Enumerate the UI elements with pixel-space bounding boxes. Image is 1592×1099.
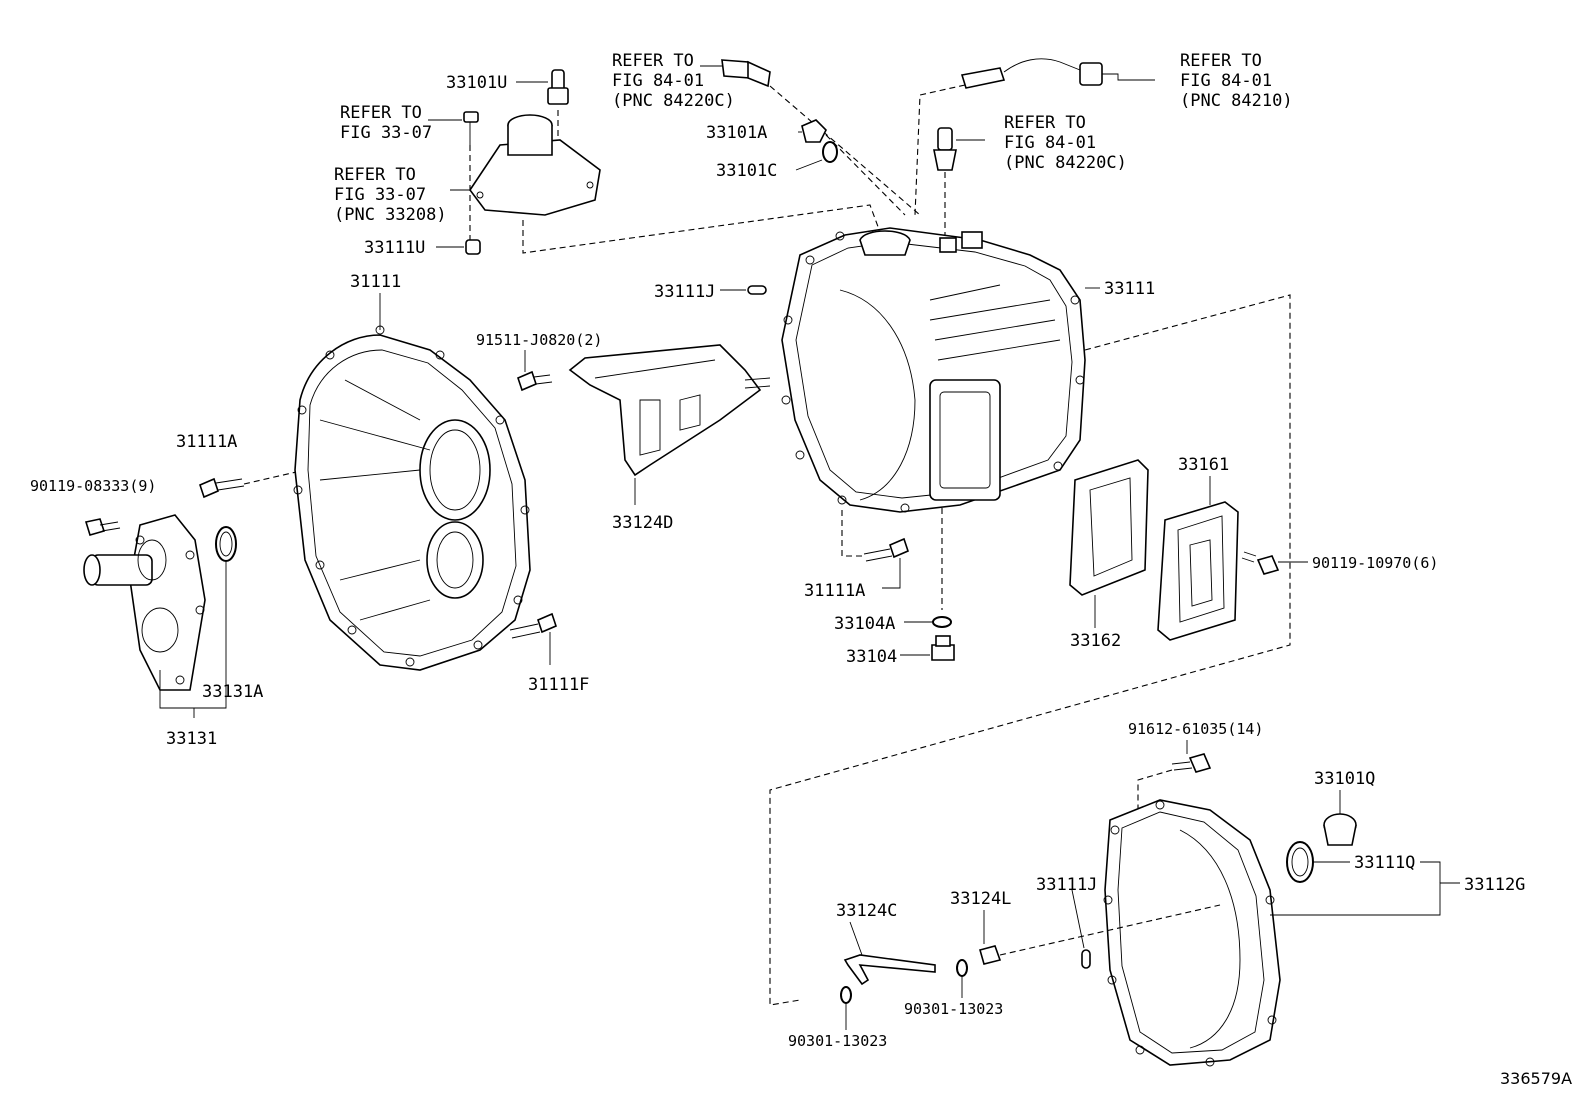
label-31111: 31111 xyxy=(350,272,401,292)
speed-sensor-top xyxy=(700,59,771,88)
gasket-33104a xyxy=(932,616,952,628)
label-91511-j0820: 91511-J0820(2) xyxy=(476,331,602,349)
label-31111a-left: 31111A xyxy=(176,432,237,452)
label-33111: 33111 xyxy=(1104,279,1155,299)
refer-84220c-mid: REFER TO FIG 84-01 (PNC 84220C) xyxy=(1004,113,1127,173)
label-33111j-bottom: 33111J xyxy=(1036,875,1097,895)
svg-text:REFER TO: REFER TO xyxy=(334,165,416,185)
pin-33111j-top xyxy=(747,285,767,295)
svg-text:FIG 33-07: FIG 33-07 xyxy=(334,185,426,205)
shift-lever-retainer xyxy=(469,114,601,216)
lever-33124c xyxy=(843,954,936,986)
label-33112g: 33112G xyxy=(1464,875,1525,895)
sensor-84220c-mid xyxy=(933,127,957,171)
bracket-33124d xyxy=(568,344,771,477)
pin-33111j-bottom xyxy=(1081,949,1091,969)
svg-text:REFER TO: REFER TO xyxy=(1004,113,1086,133)
washer-90301-b xyxy=(956,959,968,977)
drain-plug-33104 xyxy=(931,635,955,661)
svg-text:FIG 84-01: FIG 84-01 xyxy=(612,71,704,91)
transmission-case-33111 xyxy=(781,227,1086,513)
svg-text:REFER TO: REFER TO xyxy=(1180,51,1262,71)
plug-33101q xyxy=(1323,813,1357,846)
clip-33124l xyxy=(979,945,1002,965)
svg-text:FIG 84-01: FIG 84-01 xyxy=(1180,71,1272,91)
bolt-31111a-mid xyxy=(863,537,909,562)
refer-33-07-a: REFER TO FIG 33-07 xyxy=(340,103,432,143)
label-90301-13023-b: 90301-13023 xyxy=(904,1000,1003,1018)
label-33124l: 33124L xyxy=(950,889,1011,909)
label-33111q: 33111Q xyxy=(1354,853,1415,873)
svg-text:REFER TO: REFER TO xyxy=(612,51,694,71)
extension-housing-33112g xyxy=(1103,799,1281,1067)
sensor-84210 xyxy=(960,58,1155,89)
oil-seal-33111q xyxy=(1286,841,1314,883)
svg-text:(PNC 84220C): (PNC 84220C) xyxy=(1004,153,1127,173)
refer-33-07-b: REFER TO FIG 33-07 (PNC 33208) xyxy=(334,165,447,225)
plug-33111u xyxy=(465,239,481,255)
svg-text:FIG 84-01: FIG 84-01 xyxy=(1004,133,1096,153)
washer-90301-a xyxy=(840,986,852,1004)
gasket-33162 xyxy=(1069,459,1149,596)
svg-text:REFER TO: REFER TO xyxy=(340,103,422,123)
bolt-31111f xyxy=(509,612,557,639)
label-33131a: 33131A xyxy=(202,682,263,702)
oil-seal-33131a xyxy=(215,526,237,562)
label-90301-13023-a: 90301-13023 xyxy=(788,1032,887,1050)
bolt-90119-10970 xyxy=(1241,551,1280,575)
extension-cover-33131 xyxy=(83,514,206,691)
label-33101c: 33101C xyxy=(716,161,777,181)
label-33131: 33131 xyxy=(166,729,217,749)
plug-33101a xyxy=(801,119,827,143)
label-33111j-top: 33111J xyxy=(654,282,715,302)
label-33162: 33162 xyxy=(1070,631,1121,651)
bolt-90119-08333 xyxy=(84,518,121,536)
label-90119-10970: 90119-10970(6) xyxy=(1312,554,1438,572)
label-33124c: 33124C xyxy=(836,901,897,921)
label-33101u: 33101U xyxy=(446,73,507,93)
svg-text:(PNC 33208): (PNC 33208) xyxy=(334,205,447,225)
svg-text:FIG 33-07: FIG 33-07 xyxy=(340,123,432,143)
label-33111u: 33111U xyxy=(364,238,425,258)
label-33101q: 33101Q xyxy=(1314,769,1375,789)
refer-84210: REFER TO FIG 84-01 (PNC 84210) xyxy=(1180,51,1293,111)
label-90119-08333: 90119-08333(9) xyxy=(30,477,156,495)
cover-33161 xyxy=(1157,501,1239,641)
label-31111a-mid: 31111A xyxy=(804,581,865,601)
label-91612-61035: 91612-61035(14) xyxy=(1128,720,1263,738)
label-33161: 33161 xyxy=(1178,455,1229,475)
refer-84220c-top: REFER TO FIG 84-01 (PNC 84220C) xyxy=(612,51,735,111)
clutch-housing-31111 xyxy=(293,325,531,671)
svg-text:(PNC 84210): (PNC 84210) xyxy=(1180,91,1293,111)
gasket-33101c xyxy=(822,141,838,163)
svg-text:(PNC 84220C): (PNC 84220C) xyxy=(612,91,735,111)
bolt-shift-housing xyxy=(463,111,479,145)
breather-33101u xyxy=(547,69,569,105)
label-33104: 33104 xyxy=(846,647,897,667)
label-31111f: 31111F xyxy=(528,675,589,695)
bolt-91612-61035 xyxy=(1171,753,1212,773)
label-33104a: 33104A xyxy=(834,614,895,634)
label-33124d: 33124D xyxy=(612,513,673,533)
label-33101a: 33101A xyxy=(706,123,767,143)
bolt-91511-j0820 xyxy=(517,370,553,392)
bolt-31111a-left xyxy=(199,477,245,499)
figure-id: 336579A xyxy=(1500,1069,1572,1088)
